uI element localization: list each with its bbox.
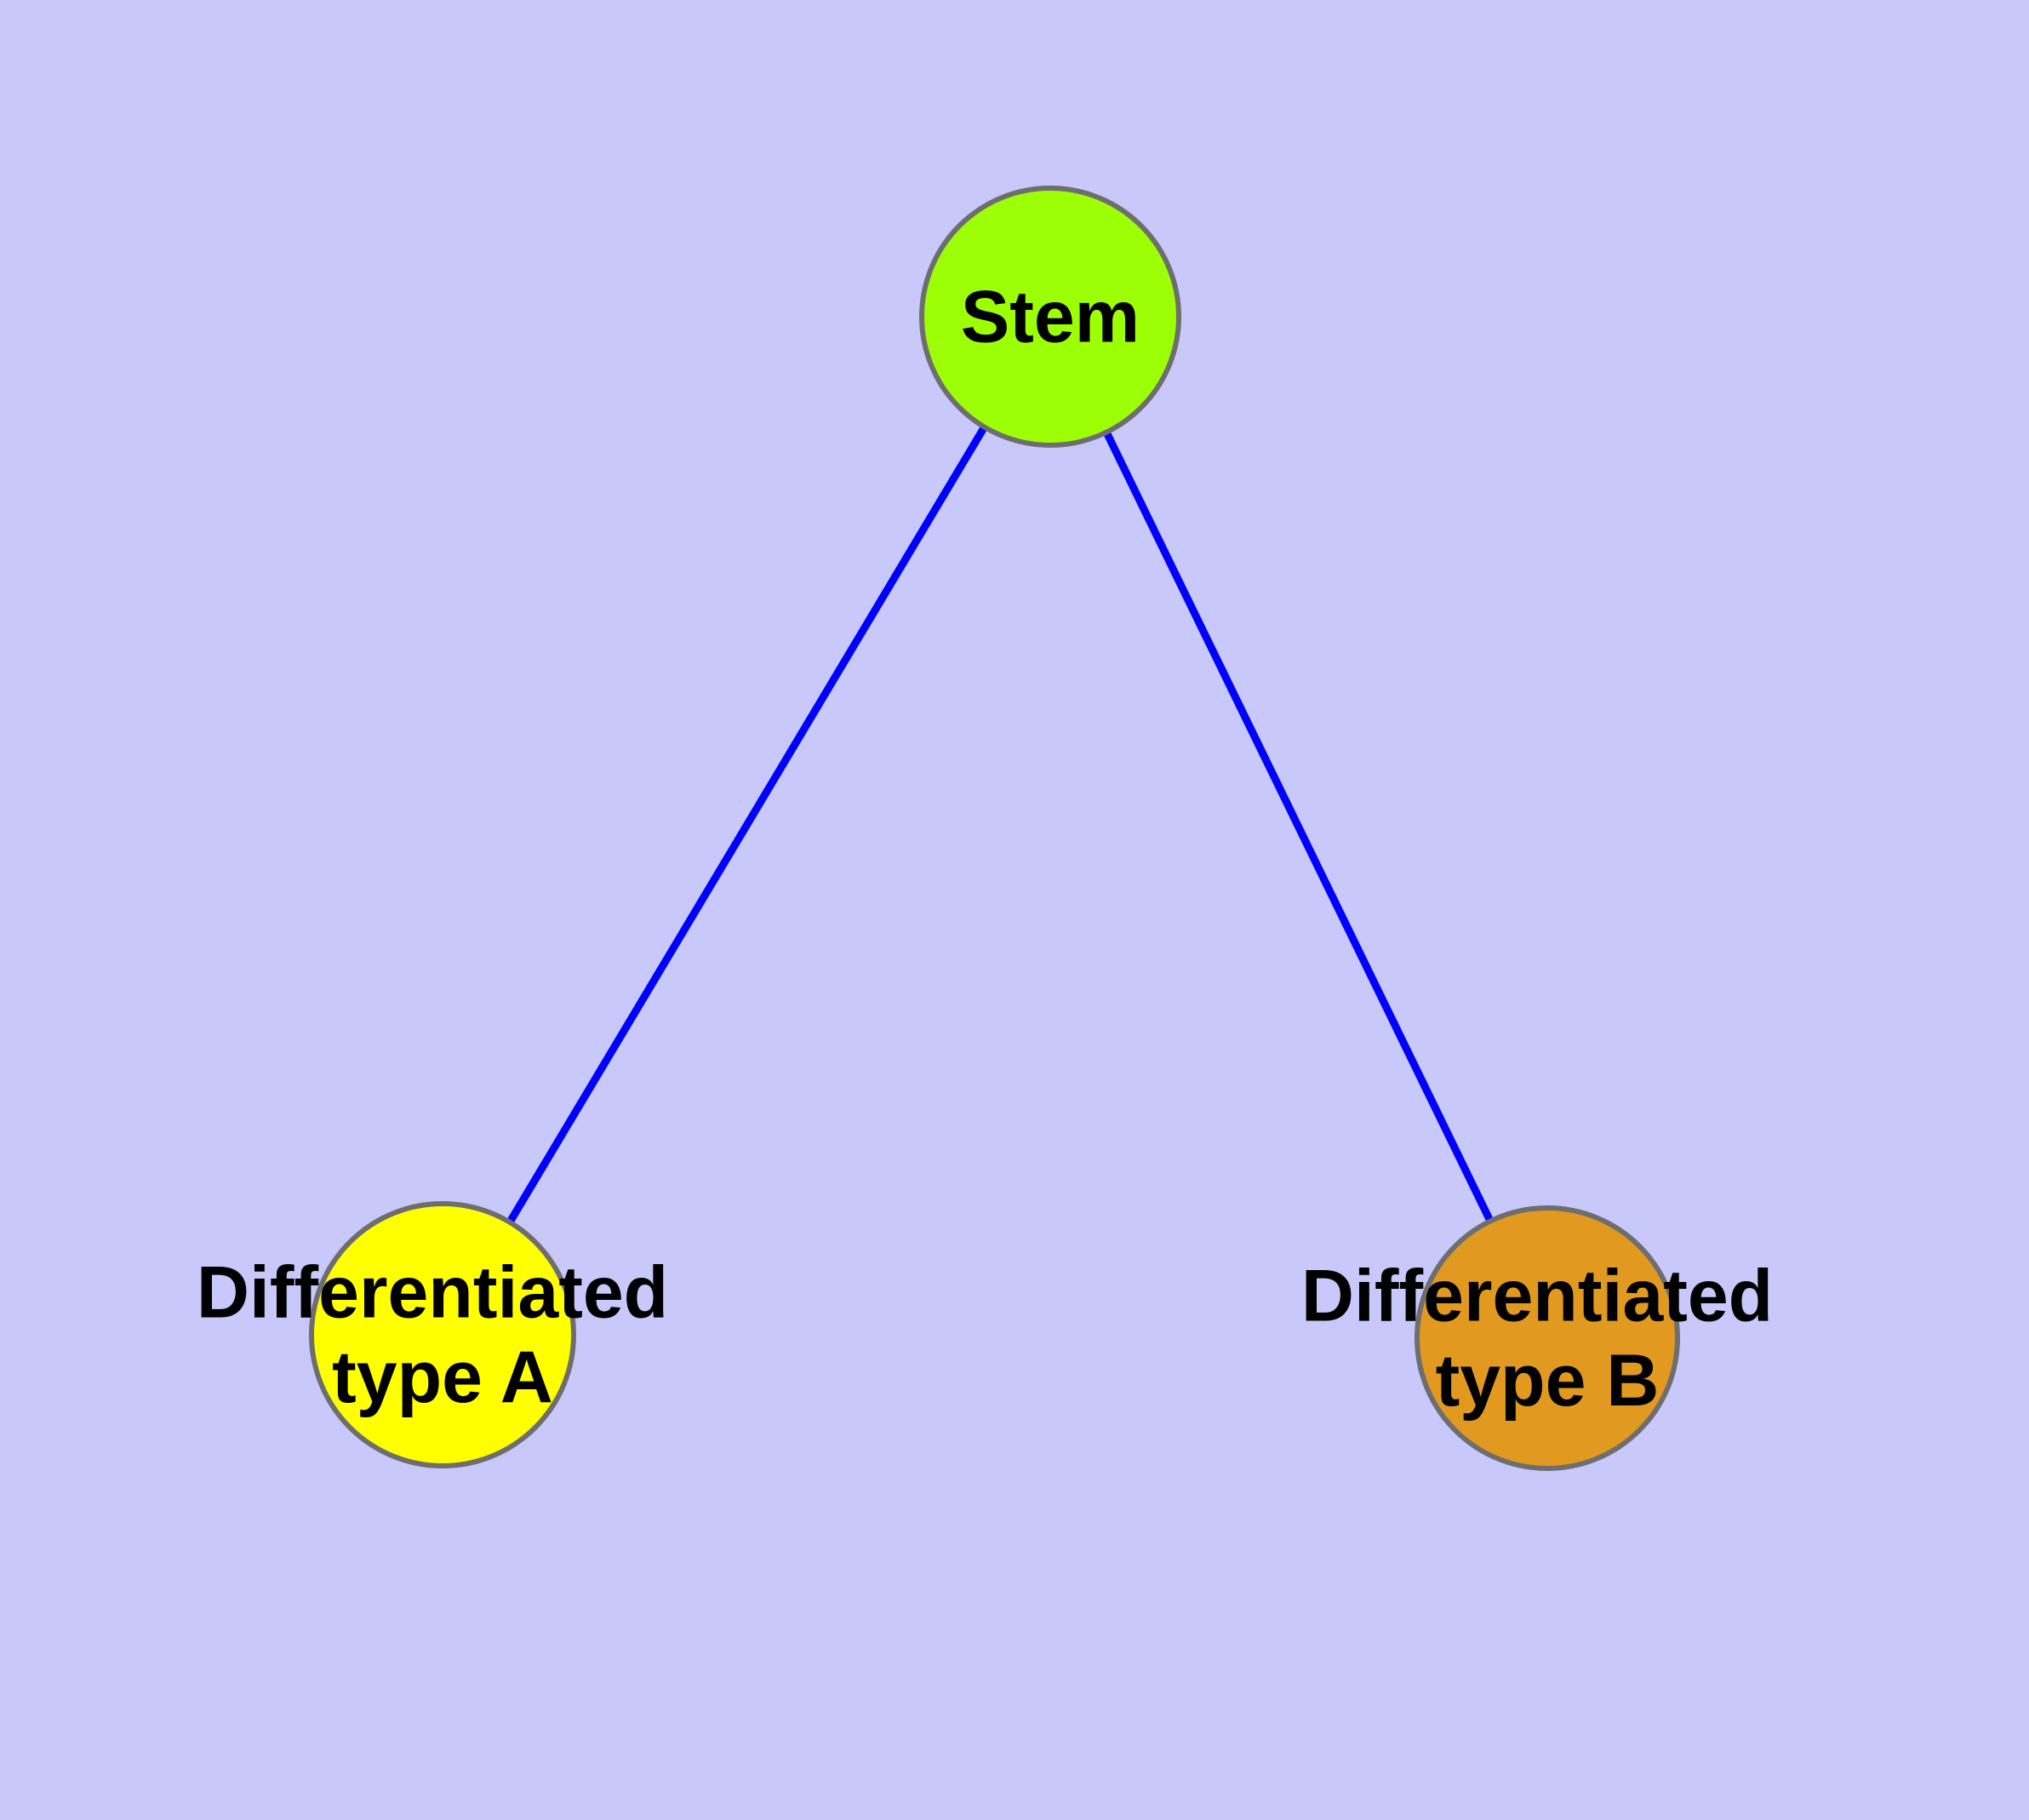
node-differentiated-type-a-label: Differentiated type A — [197, 1246, 689, 1418]
node-differentiated-type-b-label-line-1: Differentiated — [1301, 1255, 1773, 1336]
node-differentiated-type-a-label-line-1: Differentiated — [197, 1251, 668, 1333]
node-differentiated-type-a[interactable] — [309, 1201, 576, 1468]
node-stem[interactable] — [919, 186, 1181, 448]
node-stem-label-line-1: Stem — [961, 276, 1140, 358]
edges-layer — [439, 314, 1552, 1340]
edge-stem-to-differentiated-type-a[interactable] — [439, 314, 1054, 1337]
node-differentiated-type-b[interactable] — [1415, 1205, 1680, 1471]
nodes-layer — [309, 186, 1680, 1471]
edge-stem-to-differentiated-type-b[interactable] — [1046, 315, 1552, 1340]
labels-layer: Stem Differentiated type A Differentiate… — [197, 276, 1793, 1422]
node-stem-circle[interactable] — [919, 186, 1181, 448]
node-differentiated-type-b-label: Differentiated type B — [1301, 1250, 1793, 1422]
node-differentiated-type-b-circle[interactable] — [1415, 1205, 1680, 1471]
node-differentiated-type-a-circle[interactable] — [309, 1201, 576, 1468]
node-differentiated-type-b-label-line-2: type B — [1436, 1340, 1660, 1422]
node-differentiated-type-a-label-line-2: type A — [332, 1336, 553, 1418]
node-stem-label: Stem — [961, 276, 1140, 358]
